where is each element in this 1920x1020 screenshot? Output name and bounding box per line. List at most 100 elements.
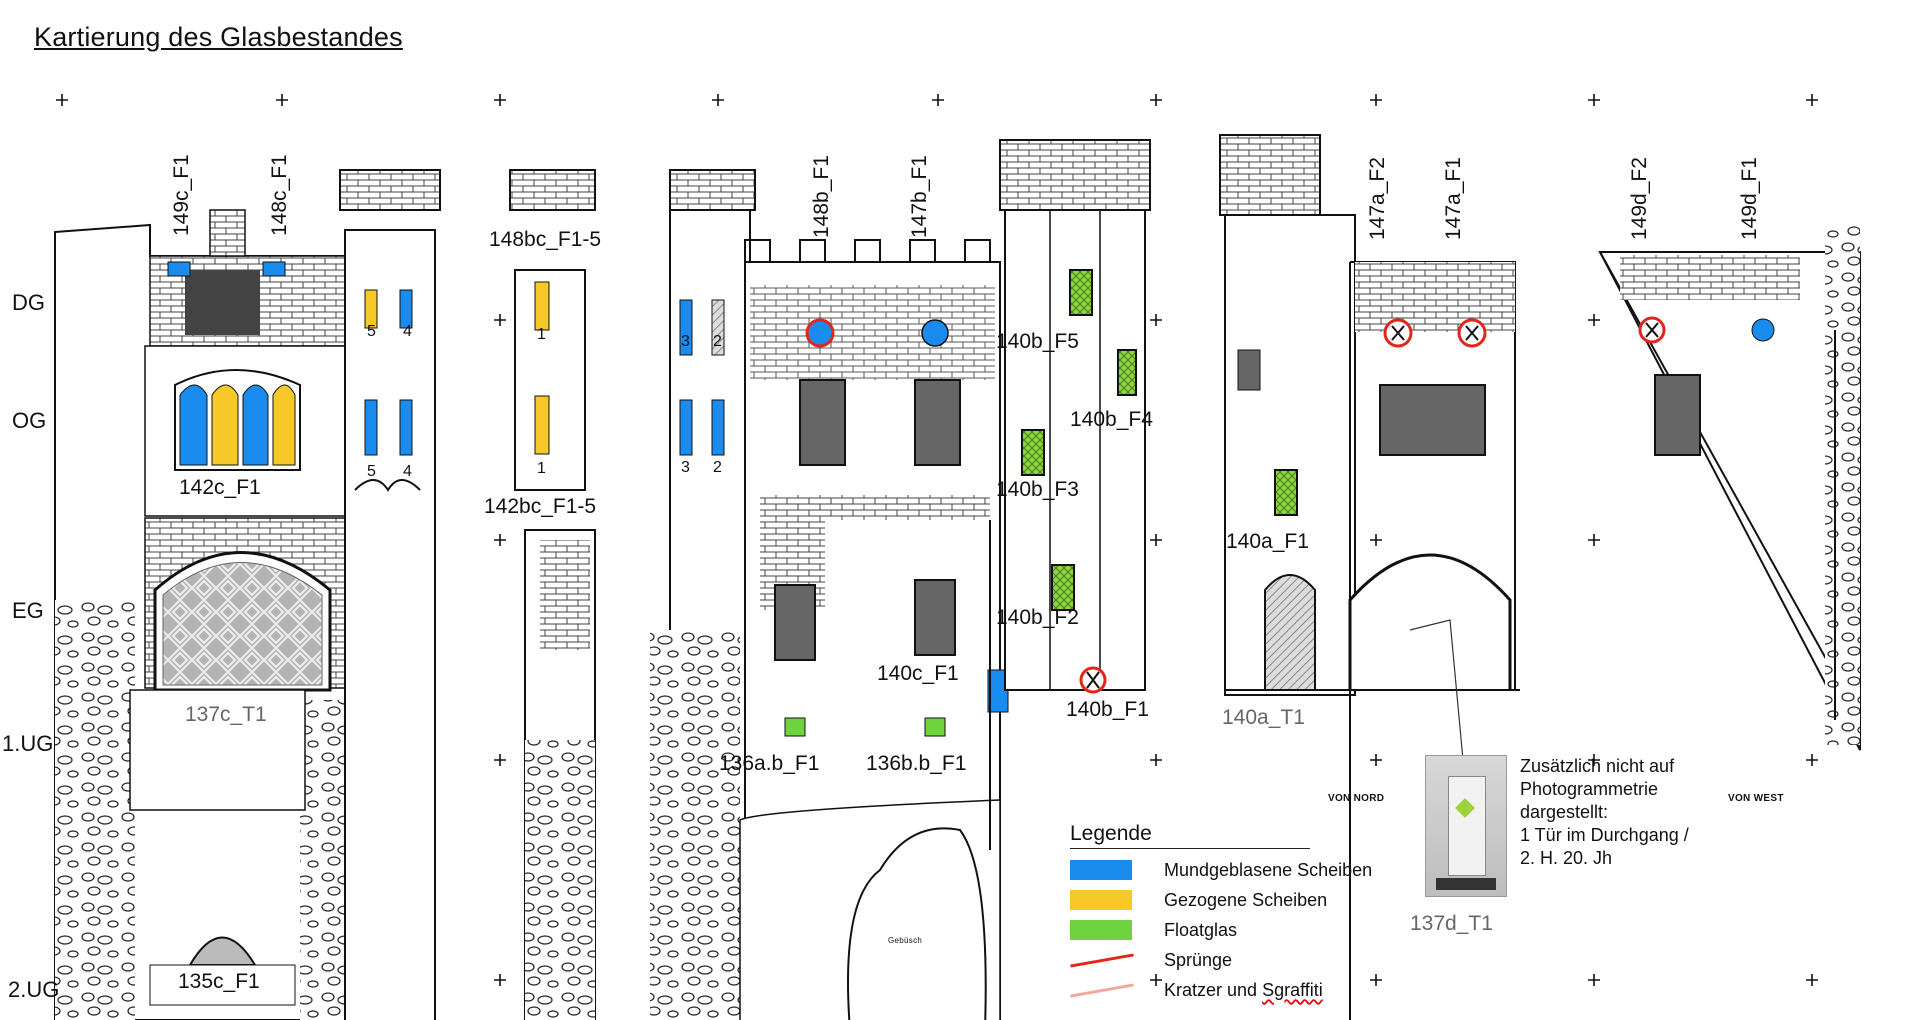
- label-149d-f1: 149d_F1: [1738, 157, 1761, 240]
- pane-number: 1: [537, 326, 546, 343]
- orientation-north: VON NORD: [1328, 793, 1385, 804]
- label-136b-b-f1: 136b.b_F1: [866, 752, 967, 775]
- grid-cross: [494, 534, 506, 546]
- label-135c-f1: 135c_F1: [178, 970, 260, 993]
- grid-cross: [1150, 974, 1162, 986]
- legend-item-cracks: Sprünge: [1070, 945, 1410, 975]
- legend-swatch-blue: [1070, 860, 1132, 880]
- label-140a-f1: 140a_F1: [1226, 530, 1309, 553]
- label-140b-f3: 140b_F3: [996, 478, 1079, 501]
- legend-line-red: [1070, 950, 1132, 970]
- pane-number: 1: [537, 460, 546, 477]
- floor-label-dg: DG: [12, 290, 45, 315]
- section-e-gatetower: [1219, 134, 1520, 1020]
- label-140c-f1: 140c_F1: [877, 662, 959, 685]
- grid-cross: [494, 314, 506, 326]
- legend: Legende Mundgeblasene Scheiben Gezogene …: [1070, 822, 1410, 1005]
- label-142bc-f1-5: 142bc_F1-5: [484, 495, 597, 518]
- pane-number: 5: [367, 463, 376, 480]
- grid-cross: [1588, 974, 1600, 986]
- pane-number: 4: [403, 463, 412, 480]
- label-148c-f1: 148c_F1: [268, 154, 291, 236]
- label-shrubbery: Gebüsch: [888, 936, 923, 945]
- legend-item-scratches: Kratzer und Sgraffiti: [1070, 975, 1410, 1005]
- label-142c-f1: 142c_F1: [179, 476, 261, 500]
- legend-item-drawn: Gezogene Scheiben: [1070, 885, 1410, 915]
- legend-title: Legende: [1070, 822, 1310, 849]
- grid-cross: [712, 94, 724, 106]
- note-line: Zusätzlich nicht auf: [1520, 756, 1675, 776]
- grid-cross: [1588, 754, 1600, 766]
- orientation-west: VON WEST: [1728, 793, 1784, 804]
- label-140b-f2: 140b_F2: [996, 606, 1079, 629]
- door-shape: [1448, 776, 1486, 876]
- label-148b-f1: 148b_F1: [810, 155, 833, 238]
- label-148bc-f1-5: 148bc_F1-5: [489, 228, 602, 251]
- floor-label-og: OG: [12, 408, 47, 433]
- section-d-tower: [999, 139, 1151, 694]
- legend-line-pink: [1070, 980, 1132, 1000]
- label-147a-f1: 147a_F1: [1442, 157, 1465, 240]
- label-140b-f4: 140b_F4: [1070, 408, 1153, 431]
- grid-cross: [1370, 94, 1382, 106]
- floor-label-eg: EG: [12, 598, 44, 623]
- label-140a-t1: 140a_T1: [1222, 706, 1305, 729]
- pane-number: 2: [713, 459, 722, 476]
- grid-cross: [1370, 754, 1382, 766]
- label-147b-f1: 147b_F1: [908, 155, 931, 238]
- pane-number: 3: [681, 459, 690, 476]
- label-137c-t1: 137c_T1: [185, 703, 267, 726]
- grid-cross: [932, 94, 944, 106]
- legend-label: Sprünge: [1164, 949, 1233, 970]
- grid-cross: [276, 94, 288, 106]
- label-136a-b-f1: 136a.b_F1: [719, 752, 820, 775]
- grid-cross: [494, 974, 506, 986]
- grid-cross: [1588, 94, 1600, 106]
- legend-swatch-yellow: [1070, 890, 1132, 910]
- legend-label: Kratzer und Sgraffiti: [1164, 980, 1323, 1001]
- label-140b-f5: 140b_F5: [996, 330, 1079, 353]
- floor-label-2ug: 2.UG: [8, 977, 60, 1002]
- legend-item-float: Floatglas: [1070, 915, 1410, 945]
- grid-cross: [1370, 534, 1382, 546]
- note-line: Photogrammetrie: [1520, 779, 1659, 799]
- floor-shadow: [1436, 878, 1496, 890]
- legend-item-blown: Mundgeblasene Scheiben: [1070, 855, 1410, 885]
- grid-cross: [1806, 94, 1818, 106]
- page-title: Kartierung des Glasbestandes: [34, 22, 403, 52]
- legend-label: Floatglas: [1164, 919, 1238, 940]
- legend-label-part: Sgraffiti: [1262, 979, 1323, 1000]
- label-137d-t1: 137d_T1: [1410, 912, 1493, 935]
- grid-cross: [1588, 534, 1600, 546]
- legend-label: Mundgeblasene Scheiben: [1164, 859, 1373, 880]
- label-147a-f2: 147a_F2: [1366, 157, 1389, 240]
- note-line: dargestellt:: [1520, 802, 1609, 822]
- pane-number: 3: [681, 333, 690, 350]
- label-140b-f1: 140b_F1: [1066, 698, 1149, 721]
- label-149d-f2: 149d_F2: [1628, 157, 1651, 240]
- legend-label-part: Kratzer und: [1164, 979, 1263, 1000]
- note-line: 1 Tür im Durchgang /: [1520, 825, 1689, 845]
- grid-cross: [1806, 754, 1818, 766]
- grid-cross: [1150, 314, 1162, 326]
- label-149c-f1: 149c_F1: [170, 154, 193, 236]
- additional-note: Zusätzlich nicht auf Photogrammetrie dar…: [1520, 755, 1760, 870]
- section-a-facade: [54, 169, 441, 1020]
- legend-label: Gezogene Scheiben: [1164, 889, 1328, 910]
- legend-swatch-green: [1070, 920, 1132, 940]
- note-line: 2. H. 20. Jh: [1520, 848, 1613, 868]
- grid-cross: [1370, 974, 1382, 986]
- door-photo-137d: [1425, 755, 1507, 897]
- section-b-tower: [509, 169, 596, 1020]
- section-f-facade: [1598, 225, 1861, 751]
- grid-cross: [56, 94, 68, 106]
- pane-number: 5: [367, 323, 376, 340]
- section-c-facade: [650, 169, 1009, 1020]
- grid-cross: [494, 94, 506, 106]
- pane-number: 2: [713, 333, 722, 350]
- floor-label-1ug: 1.UG: [2, 731, 54, 756]
- grid-cross: [494, 754, 506, 766]
- grid-cross: [1150, 94, 1162, 106]
